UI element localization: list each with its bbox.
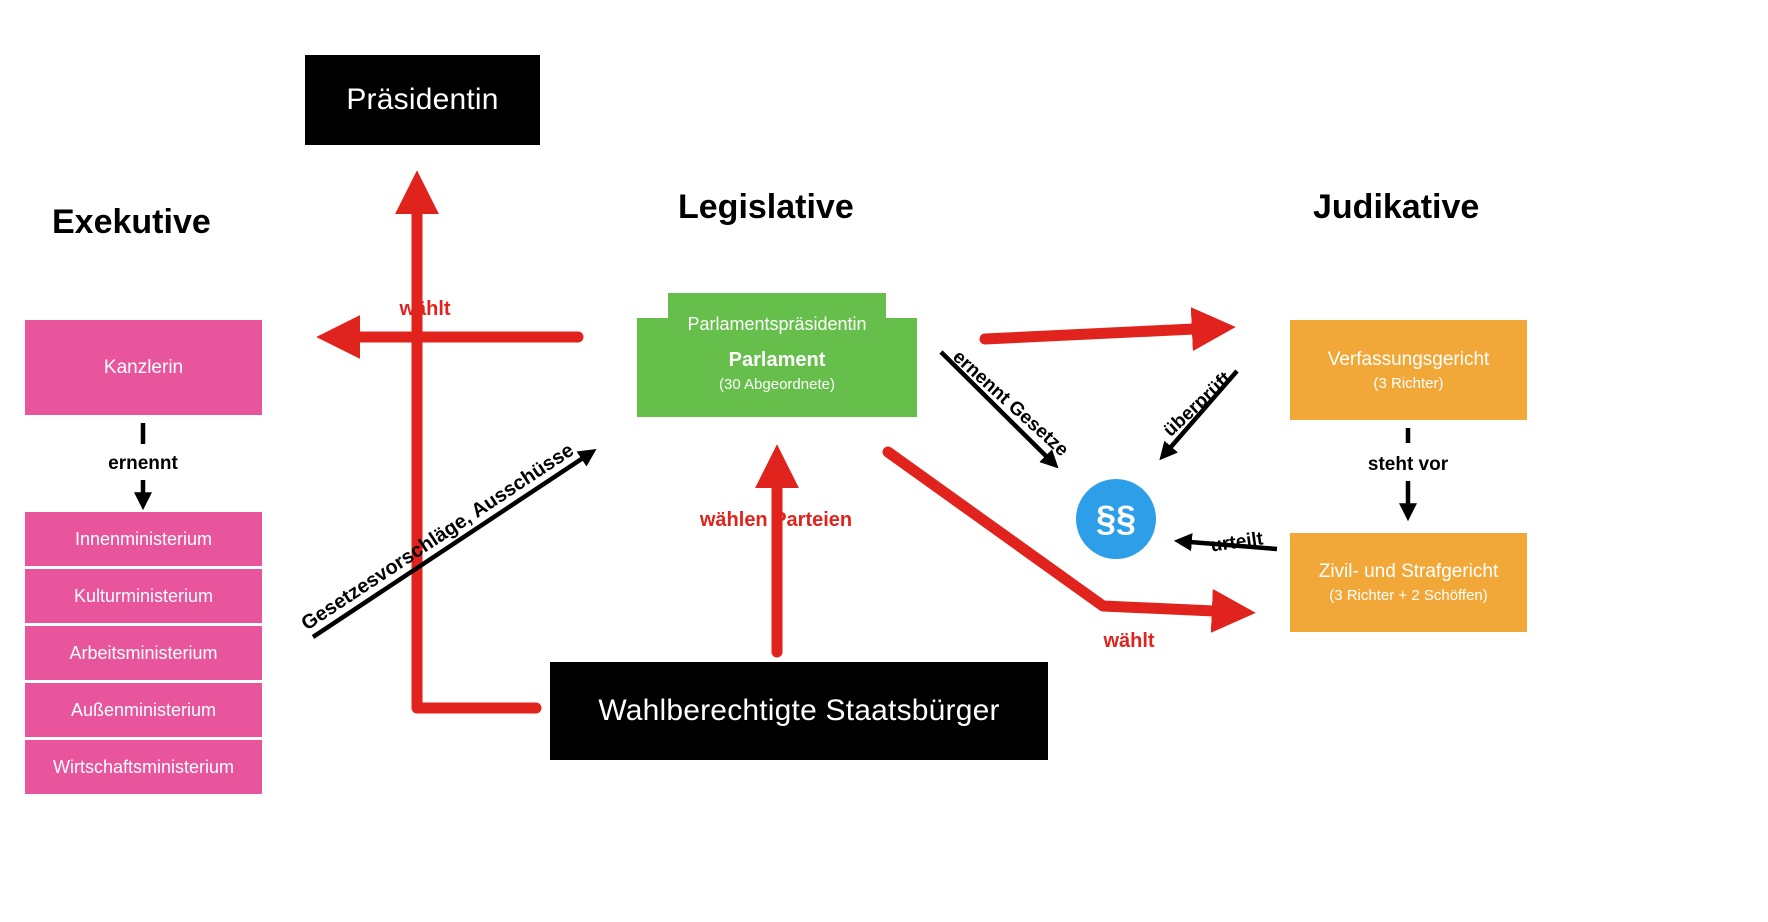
kanzlerin-box: Kanzlerin xyxy=(25,320,262,415)
parlament-title: Parlament xyxy=(728,349,826,371)
arrow-waehlt-to-zivilgericht xyxy=(882,446,1256,633)
edge-label-gesetzesvorschlaege: Gesetzesvorschläge, Ausschüsse xyxy=(297,439,578,636)
parlament-tab-label: Parlamentspräsidentin xyxy=(687,314,867,334)
verfassungsgericht-title: Verfassungsgericht xyxy=(1327,348,1490,370)
verfassungsgericht-box: Verfassungsgericht (3 Richter) xyxy=(1290,320,1527,420)
praesidentin-box: Präsidentin xyxy=(305,55,540,145)
edge-label-waehlt-top: wählt xyxy=(399,298,451,320)
heading-exekutive: Exekutive xyxy=(52,203,211,241)
ministry-box-innen: Innenministerium xyxy=(25,512,262,566)
edge-label-ernennt-gesetze: ernennt Gesetze xyxy=(948,346,1073,461)
ministry-box-aussen: Außenministerium xyxy=(25,683,262,737)
edge-label-urteilt: urteilt xyxy=(1209,528,1265,557)
heading-judikative: Judikative xyxy=(1313,188,1480,226)
ministry-label: Außenministerium xyxy=(70,699,217,720)
paragraph-circle: §§ xyxy=(1076,479,1156,559)
edge-label-waehlen-parteien: wählen Parteien xyxy=(699,509,853,531)
edge-label-waehlt-bottom: wählt xyxy=(1103,630,1155,652)
kanzlerin-label: Kanzlerin xyxy=(103,356,184,378)
edge-label-ernennt: ernennt xyxy=(108,453,178,474)
zivilgericht-subtitle: (3 Richter + 2 Schöffen) xyxy=(1329,587,1488,604)
paragraph-icon: §§ xyxy=(1095,498,1137,539)
ministry-label: Arbeitsministerium xyxy=(69,642,218,663)
ministry-label: Innenministerium xyxy=(74,528,213,549)
ministry-box-wirtschaft: Wirtschaftsministerium xyxy=(25,740,262,794)
ministry-box-arbeit: Arbeitsministerium xyxy=(25,626,262,680)
edge-label-steht-vor: steht vor xyxy=(1367,454,1449,475)
zivilgericht-title: Zivil- und Strafgericht xyxy=(1318,561,1499,582)
verfassungsgericht-subtitle: (3 Richter) xyxy=(1373,374,1444,392)
heading-legislative: Legislative xyxy=(678,188,854,226)
edge-label-ueberprueft: überprüft xyxy=(1159,368,1236,442)
wahlberechtigte-label: Wahlberechtigte Staatsbürger xyxy=(598,694,1000,727)
arrow-right-to-verfassungsgericht xyxy=(979,307,1236,352)
praesidentin-label: Präsidentin xyxy=(346,83,499,116)
zivilgericht-box: Zivil- und Strafgericht (3 Richter + 2 S… xyxy=(1290,533,1527,632)
ministry-label: Wirtschaftsministerium xyxy=(52,756,235,777)
parlament-subtitle: (30 Abgeordnete) xyxy=(719,376,835,393)
arrow-gesetzesvorschlaege xyxy=(311,449,597,639)
ministry-box-kultur: Kulturministerium xyxy=(25,569,262,623)
parlament-box: Parlamentspräsidentin Parlament (30 Abge… xyxy=(637,314,917,417)
ministry-label: Kulturministerium xyxy=(73,585,214,606)
wahlberechtigte-box: Wahlberechtigte Staatsbürger xyxy=(550,662,1048,760)
